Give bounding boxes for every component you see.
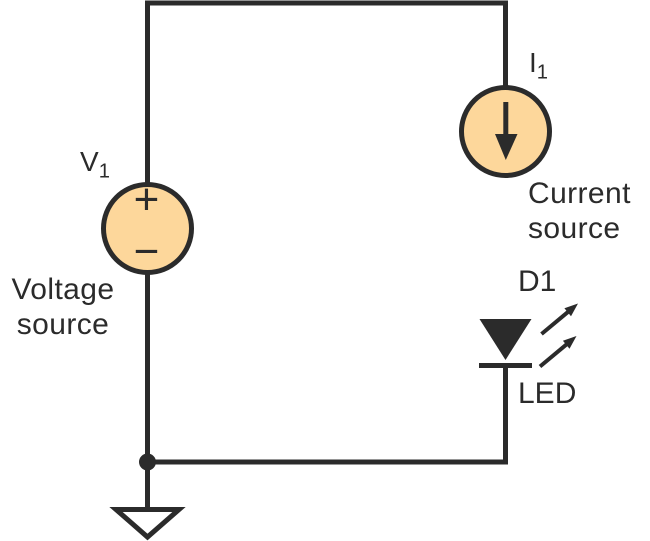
- light-emission-arrow: [540, 303, 578, 336]
- bottom-wire: [145, 272, 508, 465]
- arrow-down-icon: [495, 102, 518, 160]
- voltage-source-ref-base: V: [80, 146, 99, 177]
- voltage-source-ref: V1: [80, 145, 110, 182]
- voltage-source-body: [101, 182, 194, 275]
- voltage-source-caption-line1: Voltage: [11, 273, 115, 306]
- ground-symbol: [109, 507, 186, 541]
- current-arrow-head: [495, 134, 518, 160]
- current-source-ref-subscript: 1: [536, 61, 548, 84]
- led-ref: D1: [518, 265, 557, 298]
- led-anode-triangle: [479, 319, 532, 360]
- current-source-caption-line2: source: [528, 212, 621, 245]
- current-source-caption-line1: Current: [528, 177, 631, 210]
- plus-sign: +: [134, 175, 160, 224]
- junction-dot: [139, 453, 156, 471]
- voltage-source-caption-line2: source: [16, 308, 110, 341]
- voltage-source-caption: Voltage source: [0, 272, 126, 342]
- current-source-ref: I1: [529, 46, 548, 83]
- light-emission-arrow: [538, 336, 577, 369]
- minus-sign: −: [134, 227, 160, 276]
- current-source-ref-base: I: [529, 47, 537, 78]
- top-wire: [145, 0, 508, 185]
- voltage-source-ref-subscript: 1: [98, 160, 110, 183]
- wire-group: [145, 0, 508, 509]
- led-symbol: [479, 303, 578, 369]
- led-caption: LED: [518, 377, 577, 410]
- current-source-caption: Current source: [528, 176, 631, 246]
